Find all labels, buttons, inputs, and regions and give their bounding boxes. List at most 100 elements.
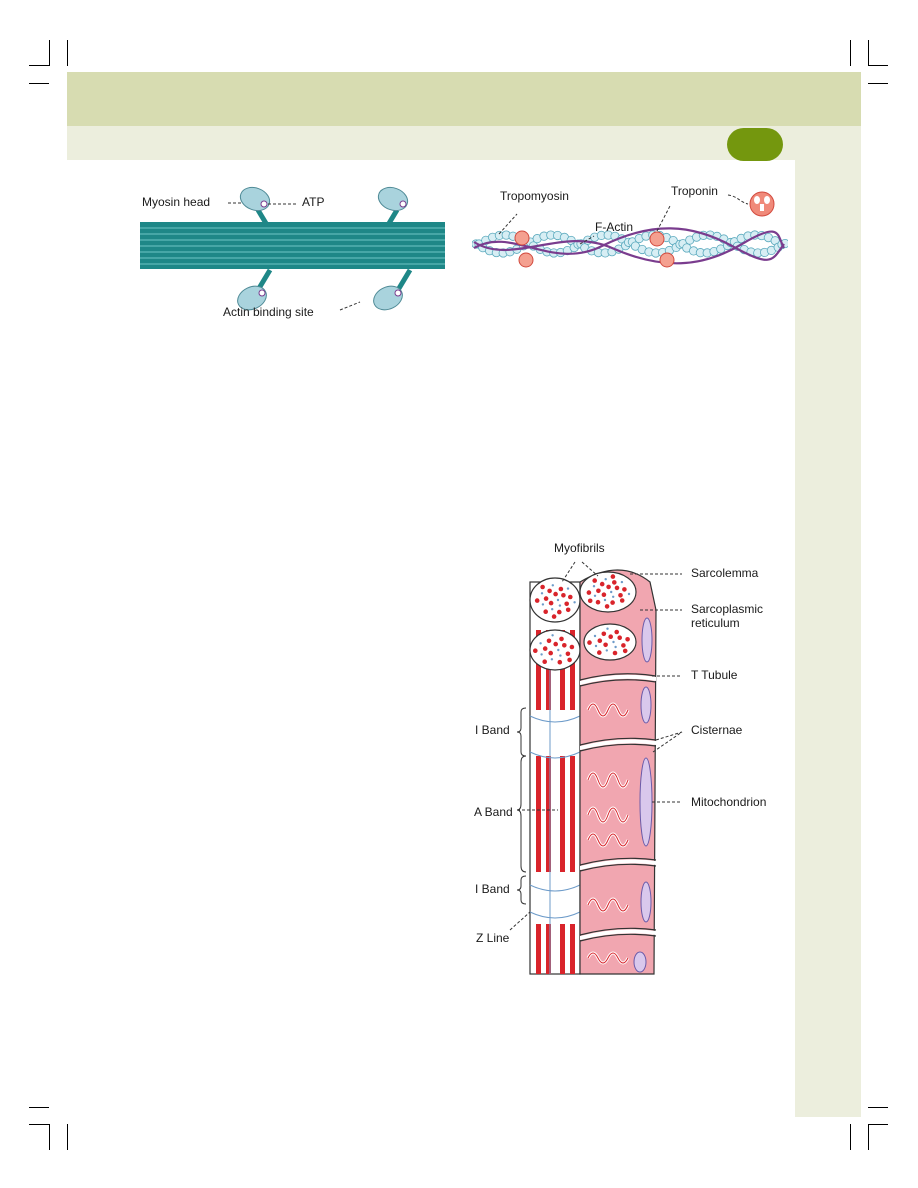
- myofilament-dot: [619, 598, 625, 603]
- side-margin-strip: [795, 126, 861, 1117]
- myofibril-stripe: [560, 924, 565, 974]
- myofilament-dot: [561, 593, 566, 598]
- myofibril-stripe: [546, 924, 551, 974]
- myofilament-dot: [606, 627, 609, 630]
- figure-muscle-fiber: Myofibrils Sarcolemma Sarcoplasmic retic…: [470, 540, 788, 980]
- myofilament-dot: [625, 637, 630, 642]
- myofilament-dot: [559, 654, 562, 657]
- myofilament-dot: [542, 659, 547, 664]
- myofilament-dot: [586, 590, 592, 595]
- myofilament-dot: [620, 580, 624, 584]
- myofilament-dot: [548, 650, 553, 656]
- myofilament-dot: [546, 638, 552, 644]
- myofilament-dot: [603, 598, 607, 602]
- a-band-label: A Band: [474, 805, 513, 819]
- myofilament-dot: [593, 634, 597, 638]
- myofilament-dot: [617, 635, 622, 640]
- z-line-label: Z Line: [476, 931, 510, 945]
- page-number-badge: [727, 128, 783, 161]
- myofilament-dot: [557, 659, 563, 665]
- i-band-bottom-label: I Band: [475, 882, 510, 896]
- actin-filament-drawing: [471, 191, 790, 268]
- myofilament-dot: [612, 650, 618, 656]
- myofilament-dot: [567, 657, 572, 663]
- myofilament-dot: [541, 603, 545, 606]
- myofibril-stripe: [570, 924, 575, 974]
- myofilament-dot: [593, 594, 597, 597]
- tropomyosin-label: Tropomyosin: [500, 189, 569, 203]
- myofilament-dot: [595, 599, 601, 605]
- myosin-head-label: Myosin head: [142, 195, 211, 209]
- myofilament-dot: [599, 581, 605, 587]
- myofilament-dot: [534, 598, 540, 603]
- myofilament-dot: [550, 658, 554, 661]
- myofilament-dot: [553, 641, 558, 647]
- myofilament-dot: [540, 653, 543, 656]
- f-actin-label: F-Actin: [595, 220, 634, 234]
- myofilament-dot: [556, 598, 560, 602]
- myofibril-stripe: [560, 756, 565, 872]
- sarcoplasmic-reticulum-label-line2: reticulum: [691, 616, 740, 630]
- myofilament-dot: [614, 629, 619, 635]
- muscle-fiber-drawing: [509, 561, 683, 975]
- myofilament-dot: [621, 643, 626, 648]
- myofilament-dot: [606, 584, 611, 590]
- myofilament-dot: [569, 644, 575, 650]
- myofilament-dot: [592, 578, 597, 583]
- myofilament-dot: [622, 648, 628, 654]
- myofilament-dot: [604, 604, 610, 609]
- myofilament-dot: [627, 592, 631, 596]
- myofilament-dot: [612, 640, 615, 644]
- i-band-top-label: I Band: [475, 723, 510, 737]
- myofibril-stripe: [546, 756, 551, 872]
- myofibril-stripe: [560, 630, 565, 710]
- myofilament-dot: [565, 651, 571, 657]
- figure-actin-filament: Tropomyosin Troponin F-Actin: [471, 176, 790, 280]
- myofilament-dot: [610, 590, 613, 594]
- myofibril-stripe: [536, 756, 541, 872]
- myofilament-dot: [587, 640, 592, 645]
- myofilament-dot: [557, 609, 562, 615]
- myofilament-dot: [605, 649, 608, 652]
- myofibril-stripe: [536, 630, 541, 710]
- myofilament-dot: [564, 601, 569, 607]
- myofilament-dot: [543, 596, 549, 601]
- myofilament-dot: [603, 642, 608, 648]
- myofilament-dot: [604, 578, 607, 581]
- t-tubule-label: T Tubule: [691, 668, 738, 682]
- myofilament-dot: [551, 634, 554, 637]
- myofilament-dot: [622, 587, 627, 592]
- myosin-filament-drawing: [140, 186, 445, 311]
- myofilament-dot: [533, 648, 538, 653]
- cisternae-label: Cisternae: [691, 723, 743, 737]
- myofilament-dot: [551, 614, 557, 619]
- myofibril-stripe: [536, 924, 541, 974]
- myofilament-dot: [566, 587, 570, 590]
- myofilament-dot: [565, 607, 571, 613]
- myofilament-dot: [601, 631, 607, 637]
- header-band: [67, 72, 861, 126]
- myofibril-stripe: [570, 630, 575, 710]
- troponin-label: Troponin: [671, 184, 718, 198]
- myofilament-dot: [542, 646, 548, 651]
- myofilament-dot: [543, 609, 548, 614]
- myofilament-dot: [548, 600, 554, 606]
- myofilament-dot: [553, 591, 558, 597]
- myofilament-dot: [573, 601, 576, 604]
- myofilament-dot: [612, 580, 617, 585]
- myofibril-stripe: [546, 630, 551, 710]
- myofilament-dot: [551, 584, 554, 587]
- myofilament-dot: [540, 592, 544, 595]
- myofilament-dot: [557, 648, 560, 652]
- myofilament-dot: [562, 643, 567, 648]
- myofilament-dot: [614, 585, 620, 591]
- myofilament-dot: [614, 645, 617, 649]
- myofilament-dot: [597, 638, 603, 643]
- myofilament-dot: [540, 584, 545, 590]
- myofilament-dot: [547, 588, 552, 594]
- myofibril-stripe: [570, 756, 575, 872]
- myofilament-dot: [610, 600, 615, 605]
- sarcoplasmic-reticulum-label-line1: Sarcoplasmic: [691, 602, 764, 616]
- myofilament-dot: [610, 574, 616, 579]
- actin-binding-site-label: Actin binding site: [223, 305, 314, 319]
